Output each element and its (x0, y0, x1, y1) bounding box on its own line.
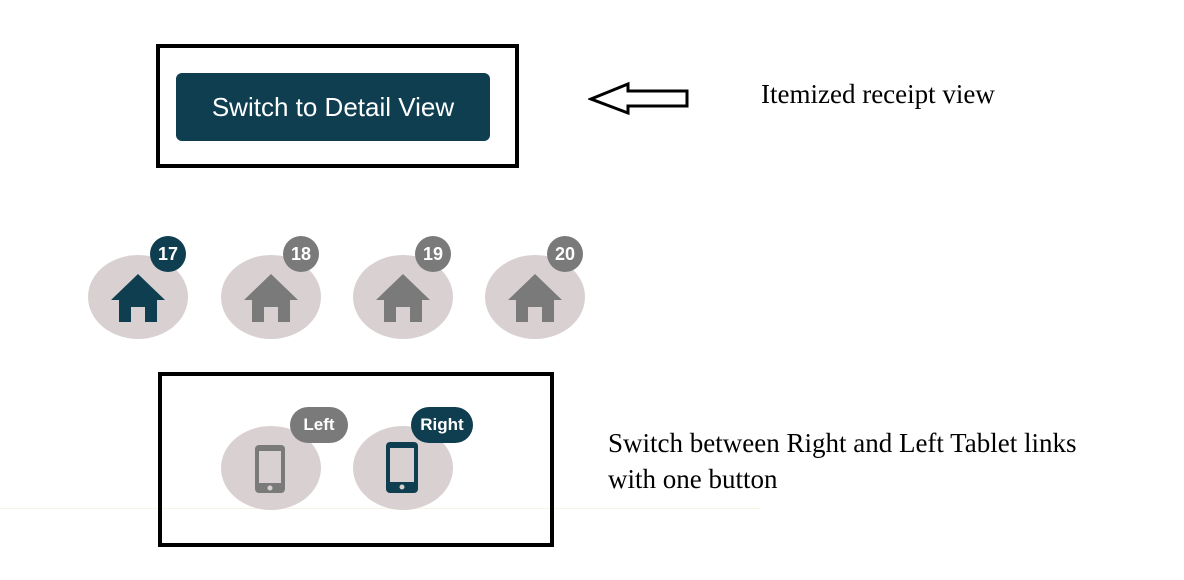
tablet-switch-annotation: Switch between Right and Left Tablet lin… (608, 425, 1178, 497)
house-badge-19: 19 (415, 236, 451, 272)
tablet-right-button[interactable]: Right (353, 407, 473, 510)
home-icon (508, 274, 562, 322)
home-icon (244, 274, 298, 322)
house-button-19[interactable]: 19 (353, 236, 453, 339)
faint-divider-line (0, 508, 760, 509)
itemized-receipt-annotation: Itemized receipt view (761, 79, 995, 109)
switch-to-detail-view-button[interactable]: Switch to Detail View (176, 73, 490, 141)
house-badge-20: 20 (547, 236, 583, 272)
tablet-right-badge: Right (411, 407, 473, 443)
tablet-icon (255, 445, 285, 493)
tablet-left-button[interactable]: Left (221, 407, 348, 510)
tablet-switch-frame (158, 372, 554, 547)
house-badge-17: 17 (150, 236, 186, 272)
house-button-20[interactable]: 20 (485, 236, 585, 339)
house-badge-18: 18 (283, 236, 319, 272)
home-icon (111, 274, 165, 322)
tablet-annotation-line-2: with one button (608, 464, 778, 494)
tablet-annotation-line-1: Switch between Right and Left Tablet lin… (608, 428, 1077, 458)
detail-view-frame (156, 44, 519, 168)
left-arrow-icon (588, 81, 689, 116)
tablet-icon (386, 442, 418, 493)
tablet-left-badge: Left (290, 407, 348, 443)
house-button-17[interactable]: 17 (88, 236, 188, 339)
house-button-18[interactable]: 18 (221, 236, 321, 339)
home-icon (376, 274, 430, 322)
